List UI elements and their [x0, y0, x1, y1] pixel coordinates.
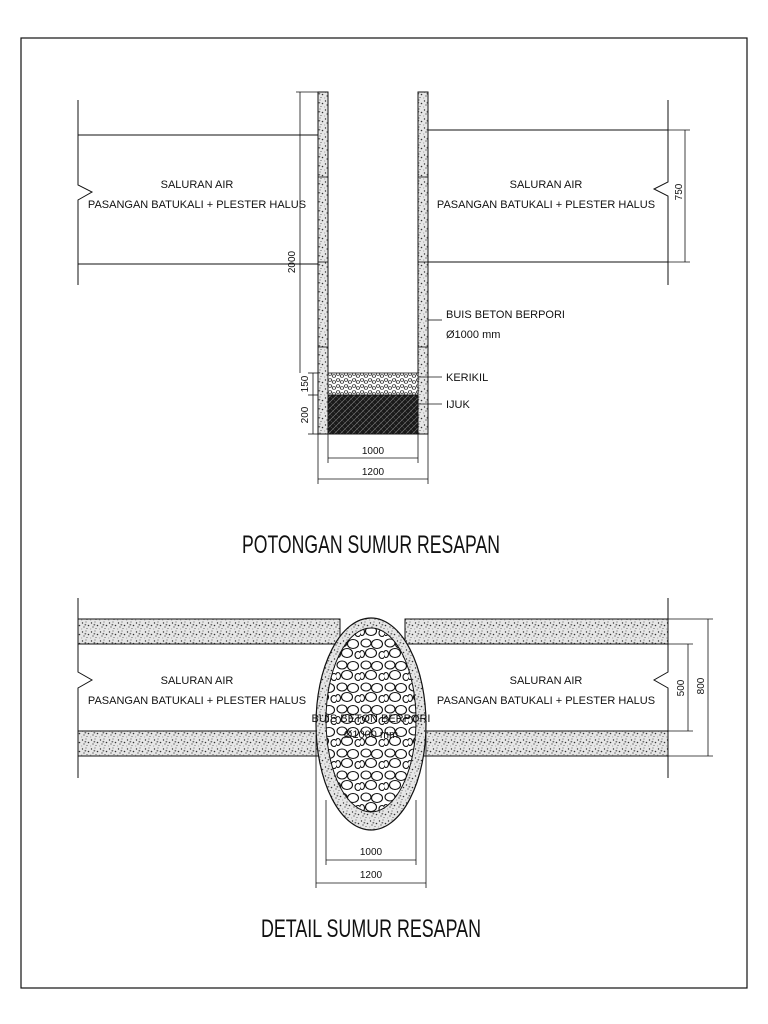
kerikil-layer — [327, 372, 419, 396]
detail-left-break-line — [77, 598, 94, 778]
detail-right-channel-label-1: SALURAN AIR — [510, 675, 583, 687]
detail-left-channel-label-2: PASANGAN BATUKALI + PLESTER HALUS — [88, 695, 306, 707]
right-channel-label-2: PASANGAN BATUKALI + PLESTER HALUS — [437, 199, 655, 211]
bottom-plaster-right — [404, 730, 669, 757]
section-title: POTONGAN SUMUR RESAPAN — [242, 531, 500, 559]
top-plaster-left — [77, 618, 341, 645]
detail-right-break-line — [652, 598, 669, 778]
right-channel-label-1: SALURAN AIR — [510, 179, 583, 191]
detail-dim-inner: 1000 — [360, 847, 383, 858]
right-break-line — [652, 100, 669, 285]
left-channel-label-2: PASANGAN BATUKALI + PLESTER HALUS — [88, 199, 306, 211]
left-channel-label-1: SALURAN AIR — [161, 179, 234, 191]
well-right-wall — [417, 91, 429, 435]
detail-title: DETAIL SUMUR RESAPAN — [261, 915, 481, 943]
top-plaster-right — [404, 618, 669, 645]
left-break-line — [77, 100, 94, 285]
detail-center-label-1: BUIS BETON BERPORI — [312, 713, 431, 725]
dim-outer-width: 800 — [696, 677, 707, 694]
buis-label-2: Ø1000 mm — [446, 329, 500, 341]
well-stones — [325, 627, 417, 813]
well-left-wall — [317, 91, 329, 435]
dim-height-total: 2000 — [287, 250, 298, 273]
detail-left-channel-label-1: SALURAN AIR — [161, 675, 234, 687]
dim-channel-height: 750 — [674, 183, 685, 200]
section-view: SALURAN AIR PASANGAN BATUKALI + PLESTER … — [77, 91, 690, 559]
ijuk-label: IJUK — [446, 399, 471, 411]
dim-outer: 1200 — [362, 467, 385, 478]
kerikil-label: KERIKIL — [446, 372, 488, 384]
detail-view: BUIS BETON BERPORI Ø1000 mm SALURAN AIR … — [77, 598, 713, 943]
ijuk-layer — [327, 394, 419, 435]
dim-inner: 1000 — [362, 446, 385, 457]
detail-dim-outer: 1200 — [360, 870, 383, 881]
dim-kerikil: 150 — [300, 375, 311, 392]
buis-label-1: BUIS BETON BERPORI — [446, 309, 565, 321]
sheet-border — [20, 37, 748, 989]
detail-right-channel-label-2: PASANGAN BATUKALI + PLESTER HALUS — [437, 695, 655, 707]
dim-ijuk: 200 — [300, 406, 311, 423]
detail-center-label-2: Ø1000 mm — [344, 729, 398, 741]
bottom-plaster-left — [77, 730, 341, 757]
dim-inner-width: 500 — [676, 679, 687, 696]
